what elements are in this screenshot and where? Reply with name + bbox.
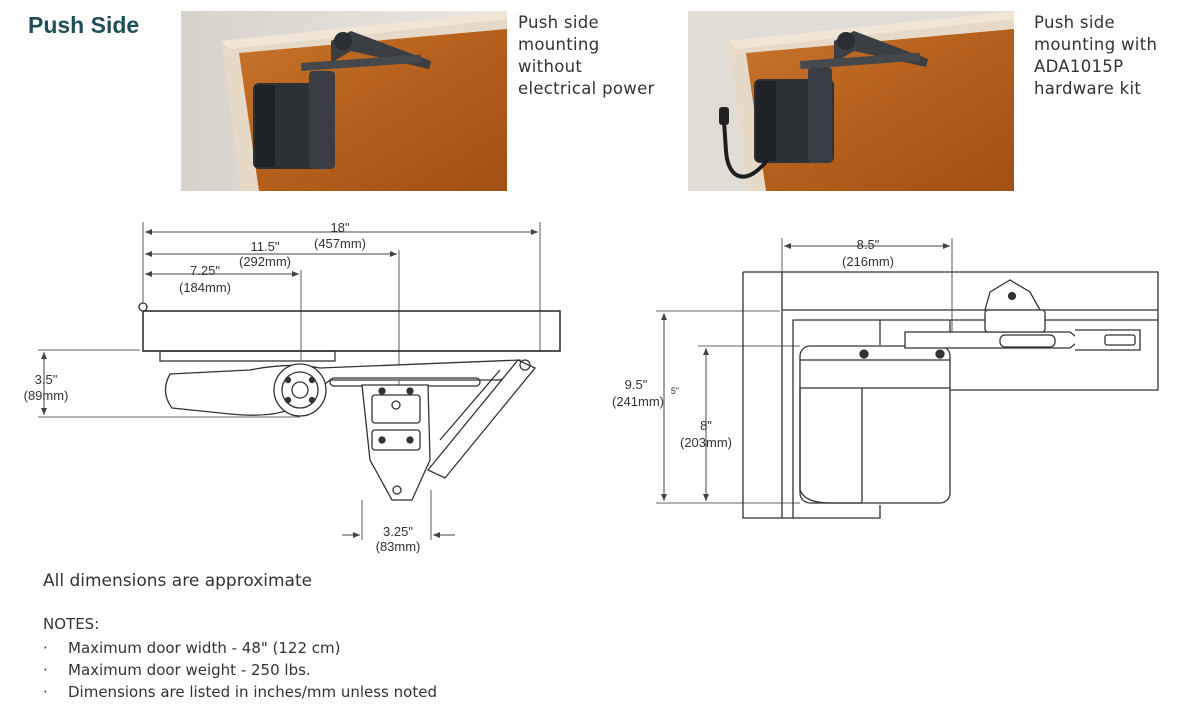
right-dimension-lines (661, 243, 950, 501)
dim-body-mm: (203mm) (680, 435, 732, 450)
right-elevation-drawing (656, 238, 1159, 519)
dim-width-in: 8.5" (857, 237, 880, 252)
dim-overall-in: 18" (330, 220, 349, 235)
right-dimension-labels: 8.5" (216mm) 9.5" (241mm) 5" 8" (203mm) (612, 237, 894, 450)
dim-height-in: 3.5" (35, 372, 58, 387)
dim-tall-mm: (241mm) (612, 394, 664, 409)
photo-caption-no-power: Push side mounting without electrical po… (518, 13, 655, 98)
dim-body-in: 8" (700, 418, 712, 433)
dim-mid-in: 11.5" (251, 239, 280, 254)
dim-height-mm: (89mm) (24, 388, 69, 403)
dim-short-mm: (184mm) (179, 280, 231, 295)
dim-tall-note: 5" (671, 386, 679, 396)
product-photo-no-power (181, 11, 507, 191)
dim-mid-mm: (292mm) (239, 254, 291, 269)
dim-short-in: 7.25" (190, 263, 220, 278)
approx-note: All dimensions are approximate (43, 571, 313, 591)
dim-width-mm: (216mm) (842, 254, 894, 269)
dim-base-mm: (83mm) (376, 539, 421, 554)
list-item: ·Maximum door weight - 250 lbs. (43, 661, 311, 679)
dim-base-in: 3.25" (383, 524, 413, 539)
product-photo-ada-kit (688, 11, 1014, 191)
dim-tall-in: 9.5" (625, 377, 648, 392)
list-item: ·Dimensions are listed in inches/mm unle… (43, 683, 437, 701)
dim-overall-mm: (457mm) (314, 236, 366, 251)
left-plan-drawing (38, 222, 561, 540)
notes-list: ·Maximum door width - 48" (122 cm) ·Maxi… (43, 637, 437, 703)
left-dimension-labels: 18" (457mm) 11.5" (292mm) 7.25" (184mm) … (24, 220, 421, 554)
notes-heading: NOTES: (43, 615, 100, 633)
photo-caption-ada-kit: Push side mounting with ADA1015P hardwar… (1034, 13, 1158, 98)
page-title: Push Side (28, 12, 140, 38)
list-item: ·Maximum door width - 48" (122 cm) (43, 639, 341, 657)
left-dimension-lines (41, 229, 538, 538)
